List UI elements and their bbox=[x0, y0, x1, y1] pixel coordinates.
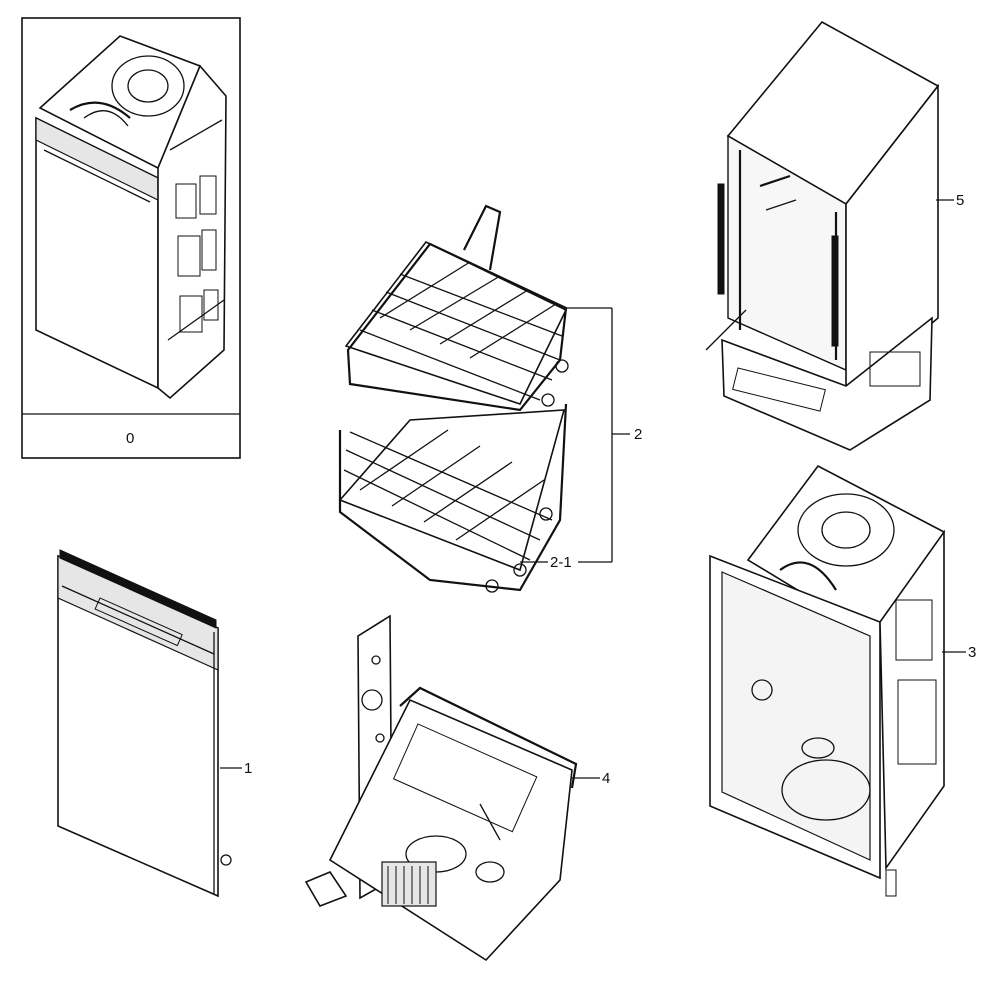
assembly-dishwasher-illustration bbox=[35, 35, 227, 400]
callout-2-label: 2 bbox=[634, 426, 642, 443]
callout-2-1-label: 2-1 bbox=[550, 554, 572, 571]
door-panel-illustration bbox=[57, 549, 232, 898]
callout-1-label: 1 bbox=[244, 760, 252, 777]
callout-3-label: 3 bbox=[968, 644, 976, 661]
tub-illustration bbox=[709, 464, 946, 897]
callout-4-label: 4 bbox=[602, 770, 610, 787]
callout-0-label: 0 bbox=[126, 430, 134, 447]
cabinet-illustration bbox=[705, 20, 940, 451]
callout-1: 1 bbox=[220, 760, 252, 777]
callout-5: 5 bbox=[936, 192, 964, 209]
callout-5-label: 5 bbox=[956, 192, 964, 209]
callout-2-bracket: 2 2-1 bbox=[520, 307, 642, 571]
callout-4: 4 bbox=[572, 770, 610, 787]
callout-3: 3 bbox=[942, 644, 976, 661]
base-assembly-illustration bbox=[304, 614, 578, 962]
dish-racks-illustration bbox=[338, 204, 569, 593]
